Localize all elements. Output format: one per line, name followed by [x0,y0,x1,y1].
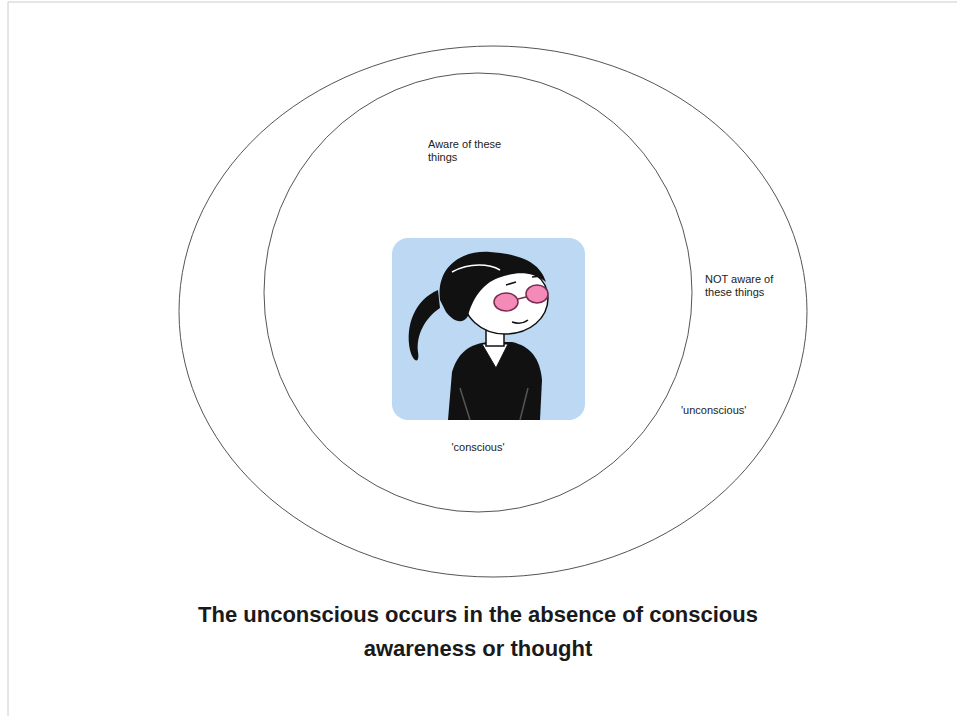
frame-line [8,2,957,3]
ponytail [409,290,440,360]
region-label: 'conscious' [423,441,533,454]
glasses-lens [526,285,548,303]
mouth [512,320,528,323]
eyebrow [506,276,542,285]
glasses-bridge [518,297,526,299]
circle-outline [179,46,807,577]
arm-line [460,388,528,420]
region-circle: Aware of these things 'conscious' [263,72,693,513]
frame-line [8,2,9,716]
hair-shine [452,265,500,272]
region-label: 'unconscious' [681,404,781,417]
circle-outline [264,73,692,512]
circle-outline [178,45,808,578]
region-note: NOT aware of these things [705,273,785,299]
figure-ground [392,238,585,420]
jacket [448,342,542,420]
woman-figure [392,238,585,420]
caption: The unconscious occurs in the absence of… [198,598,758,666]
collar [482,344,508,368]
region-circle: NOT aware of these things'unconscious'Aw… [178,45,808,578]
glasses-lens [494,293,518,311]
region-note: Aware of these things [428,138,510,164]
